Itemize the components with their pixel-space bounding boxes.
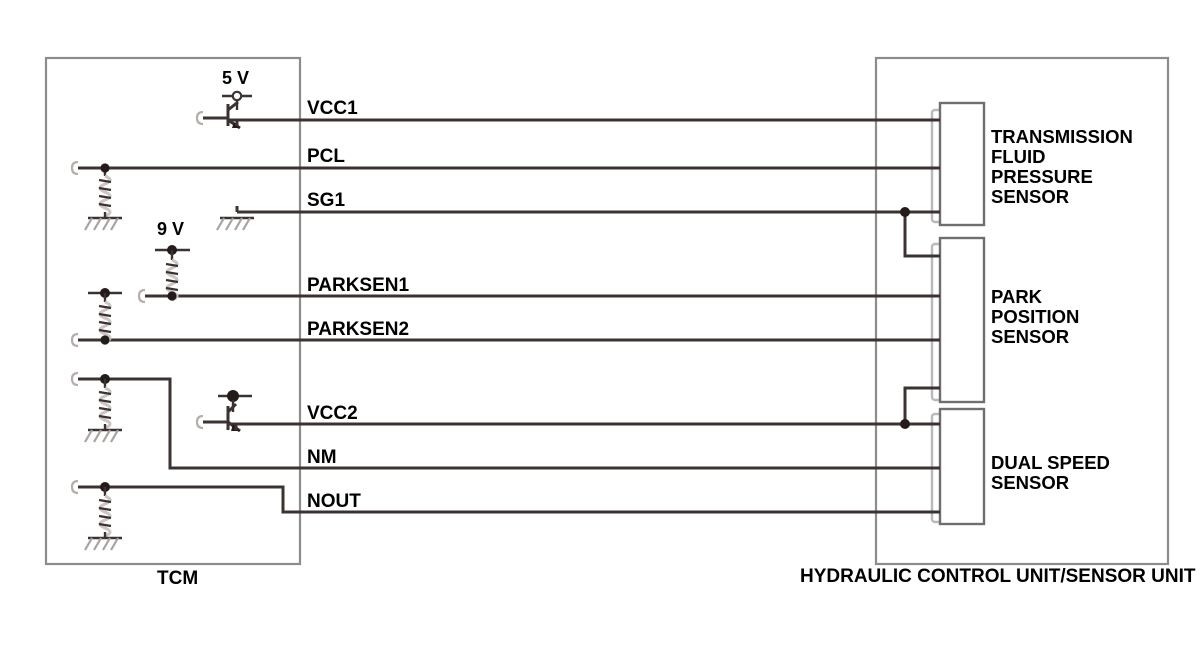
terminal-hook-vcc1-base — [195, 110, 204, 126]
signal-label-vcc2: VCC2 — [307, 403, 358, 424]
dual-speed-sensor-label-line2: SENSOR — [991, 472, 1069, 493]
terminal-hook-parksen1 — [137, 288, 146, 304]
tfp-sensor-label-line1: TRANSMISSION — [991, 126, 1133, 147]
node-parksen2-bottom — [100, 335, 110, 345]
ground-pcl — [84, 216, 122, 231]
tcm-unit-box — [44, 56, 302, 566]
resistor-pcl — [98, 168, 112, 218]
hcu-unit-box — [874, 56, 1170, 566]
signal-label-vcc1: VCC1 — [307, 98, 358, 119]
park-sensor-label-line2: POSITION — [991, 306, 1079, 327]
wire-nout — [78, 485, 940, 514]
signal-label-sg1: SG1 — [307, 190, 345, 211]
signal-label-nout: NOUT — [307, 491, 361, 512]
tcm-caption: TCM — [157, 568, 198, 589]
park-sensor-label-line1: PARK — [991, 286, 1043, 307]
terminal-hook-parksen2 — [70, 332, 79, 348]
ground-nout — [84, 536, 122, 551]
ground-nm — [84, 428, 122, 443]
dual-speed-sensor-box — [938, 407, 986, 526]
tfp-sensor-label-line4: SENSOR — [991, 186, 1069, 207]
terminal-hook-vcc2-base — [195, 414, 204, 430]
terminal-hook-nout — [70, 479, 79, 495]
signal-label-pcl: PCL — [307, 146, 345, 167]
transistor-vcc2 — [203, 390, 252, 433]
voltage-label-9v: 9 V — [157, 219, 184, 239]
ground-sg1 — [216, 216, 254, 231]
wire-sg1-branch-park — [903, 212, 940, 258]
terminal-hook-nm — [70, 371, 79, 387]
wire-nm — [78, 377, 940, 470]
node-vcc2-hcu — [900, 419, 910, 429]
terminal-hook-pcl — [70, 160, 79, 176]
tfp-sensor-label-line2: FLUID — [991, 146, 1045, 167]
park-sensor-label-line3: SENSOR — [991, 326, 1069, 347]
node-pcl — [100, 163, 110, 173]
signal-label-nm: NM — [307, 447, 337, 468]
tfp-sensor-label-line3: PRESSURE — [991, 166, 1093, 187]
transmission-fluid-pressure-sensor-box — [938, 101, 986, 227]
resistor-nm — [98, 379, 112, 430]
transistor-vcc1 — [203, 90, 252, 130]
wire-vcc2-branch-park — [903, 386, 940, 424]
hcu-caption: HYDRAULIC CONTROL UNIT/SENSOR UNIT — [800, 566, 1196, 587]
resistor-parksen2 — [98, 293, 112, 344]
node-sg1-hcu — [900, 207, 910, 217]
signal-label-parksen1: PARKSEN1 — [307, 275, 409, 296]
dual-speed-sensor-label-line1: DUAL SPEED — [991, 452, 1110, 473]
park-position-sensor-box — [938, 236, 986, 404]
signal-label-parksen2: PARKSEN2 — [307, 319, 409, 340]
node-parksen1 — [167, 291, 177, 301]
resistor-nout — [98, 487, 112, 538]
voltage-label-5v: 5 V — [222, 68, 249, 88]
